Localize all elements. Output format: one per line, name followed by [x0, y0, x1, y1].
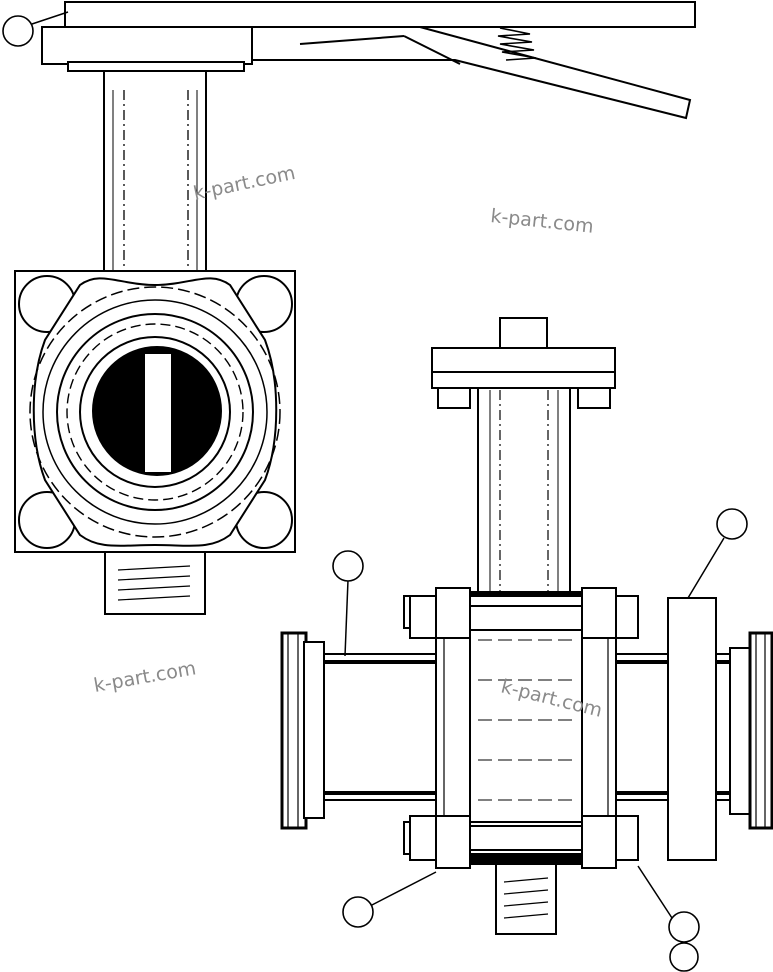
handle-spring — [497, 27, 537, 61]
callout-1 — [2, 15, 34, 47]
callout-balloons — [2, 15, 748, 972]
inlet-pipe — [321, 653, 441, 801]
callout-leaders — [31, 11, 725, 919]
callout-2 — [332, 550, 364, 582]
inlet-ferrule — [280, 631, 325, 830]
callout-3 — [716, 508, 748, 540]
valve-body-end-view — [14, 270, 296, 553]
lever-handle — [41, 1, 696, 120]
side-bottom-mount-pad — [495, 863, 557, 935]
watermark: k-part.com — [191, 162, 297, 205]
ball-slot — [143, 352, 173, 474]
side-valve-stem — [477, 387, 571, 593]
top-mount-pad — [431, 317, 616, 409]
callout-5 — [668, 911, 700, 943]
bottom-mount-pad — [104, 551, 206, 615]
lower-body-bolt — [403, 815, 639, 869]
upper-body-bolt — [403, 587, 639, 639]
callout-6 — [669, 942, 699, 972]
watermark: k-part.com — [489, 205, 594, 238]
watermark: k-part.com — [92, 657, 198, 697]
callout-4 — [342, 896, 374, 928]
outlet-ferrule — [729, 631, 773, 830]
valve-stem — [103, 70, 207, 272]
outlet-gasket — [667, 597, 717, 861]
